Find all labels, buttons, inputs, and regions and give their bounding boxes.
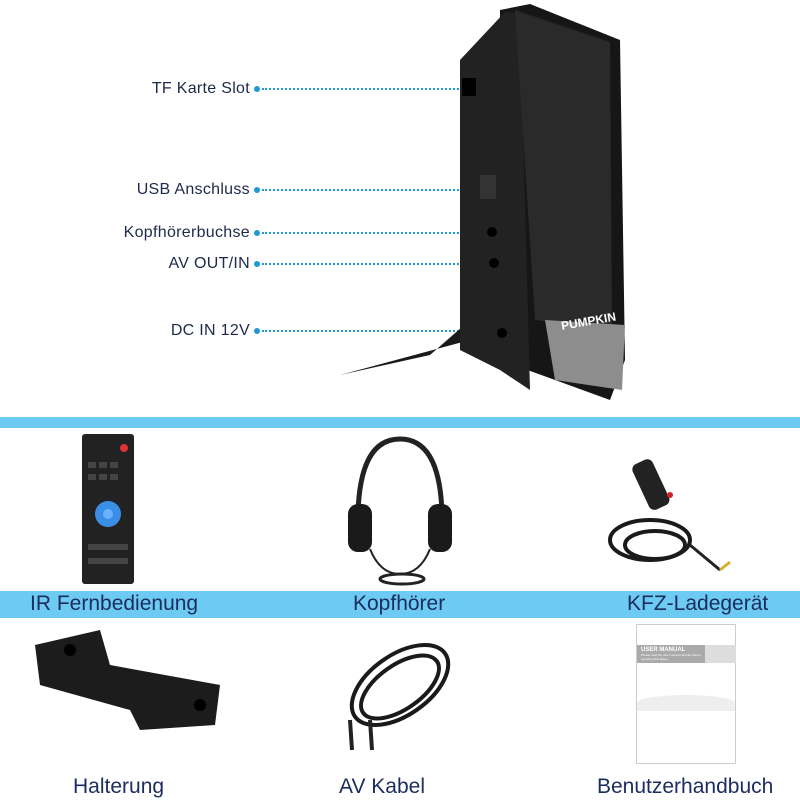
callout-line: [262, 330, 502, 332]
callout-line: [262, 232, 490, 234]
callout-label: TF Karte Slot: [151, 80, 250, 97]
user-manual-image: USER MANUAL Please read the user manual …: [636, 624, 736, 764]
callout-label: DC IN 12V: [170, 322, 250, 339]
callout-line: [262, 263, 494, 265]
av-cable-image: [348, 643, 451, 751]
callout-dot: [254, 86, 260, 92]
remote-control-image: [82, 434, 134, 584]
label-band: [0, 591, 800, 618]
callout-dot: [254, 230, 260, 236]
callout-dot: [254, 187, 260, 193]
callout-line: [262, 189, 482, 191]
callout-label: AV OUT/IN: [168, 255, 250, 272]
portable-player-image: PUMPKIN: [340, 4, 625, 400]
callout-label: Kopfhörerbuchse: [123, 224, 250, 241]
accessory-label-av-cable: AV Kabel: [339, 775, 425, 798]
divider-band: [0, 417, 800, 428]
manual-title: USER MANUAL: [641, 647, 686, 653]
callout-label: USB Anschluss: [136, 181, 250, 198]
callout-line: [262, 88, 462, 90]
accessory-label-remote: IR Fernbedienung: [30, 592, 199, 615]
headphones-image: [348, 436, 452, 586]
accessory-label-headphones: Kopfhörer: [353, 592, 446, 615]
car-charger-image: [608, 459, 731, 572]
accessory-label-bracket: Halterung: [73, 775, 165, 798]
manual-subtitle: Please read the user manual carefully be…: [641, 653, 701, 661]
mount-bracket-image: [35, 630, 220, 730]
callout-dot: [254, 328, 260, 334]
accessory-label-manual: Benutzerhandbuch: [597, 775, 774, 798]
accessory-label-charger: KFZ-Ladegerät: [627, 592, 769, 615]
callout-dot: [254, 261, 260, 267]
